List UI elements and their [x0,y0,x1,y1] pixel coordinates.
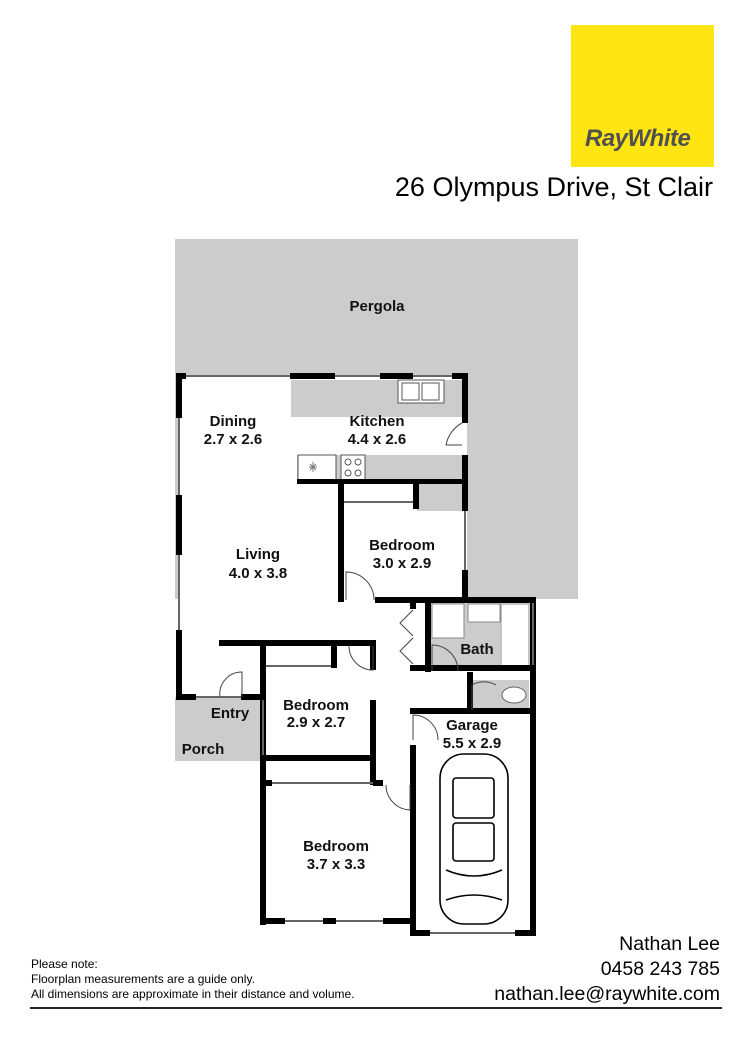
porch-area [175,697,261,761]
svg-text:5.5 x 2.9: 5.5 x 2.9 [443,735,501,752]
car-icon [439,753,509,925]
room-label-entry: Entry [211,705,250,722]
footer-divider [30,1007,722,1009]
windows [178,375,534,934]
svg-text:3.7 x 3.3: 3.7 x 3.3 [307,856,365,873]
agent-email: nathan.lee@raywhite.com [494,983,720,1005]
agent-contact: Nathan Lee 0458 243 785 nathan.lee@raywh… [494,932,720,1007]
bathroom-fixtures [430,603,530,710]
disclaimer: Please note: Floorplan measurements are … [31,957,355,1002]
room-label-garage: Garage [446,717,498,734]
svg-text:2.9 x 2.7: 2.9 x 2.7 [287,714,345,731]
toilet-icon [501,686,527,704]
agent-name: Nathan Lee [619,933,720,955]
cooktop-icon [297,454,366,481]
sink-icon [397,379,445,404]
raywhite-logo: RayWhite [571,25,714,167]
disclaimer-title: Please note: [31,957,98,971]
room-label-bedroom1: Bedroom [369,537,435,554]
room-label-living: Living [236,546,280,563]
agent-phone: 0458 243 785 [600,958,720,980]
room-label-porch: Porch [182,741,225,758]
room-label-kitchen: Kitchen [349,413,404,430]
disclaimer-line-1: Floorplan measurements are a guide only. [31,972,255,986]
disclaimer-line-2: All dimensions are approximate in their … [31,987,355,1001]
room-label-bedroom2: Bedroom [283,697,349,714]
svg-text:3.0 x 2.9: 3.0 x 2.9 [373,555,431,572]
room-label-bedroom3: Bedroom [303,838,369,855]
room-label-pergola: Pergola [349,298,405,315]
svg-text:4.0 x 3.8: 4.0 x 3.8 [229,565,287,582]
svg-text:2.7 x 2.6: 2.7 x 2.6 [204,431,262,448]
svg-text:4.4 x 2.6: 4.4 x 2.6 [348,431,406,448]
room-label-dining: Dining [210,413,257,430]
room-label-bath: Bath [460,641,493,658]
logo-wordmark: RayWhite [585,125,691,152]
door-swings [219,422,497,811]
property-address: 26 Olympus Drive, St Clair [394,172,713,202]
